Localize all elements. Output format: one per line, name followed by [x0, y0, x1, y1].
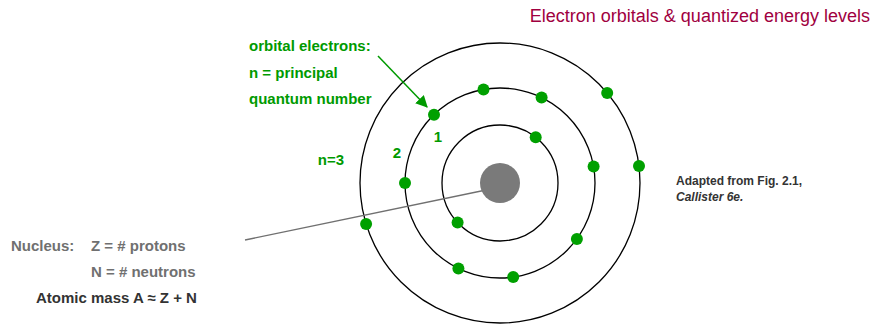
electron-dot — [507, 271, 519, 283]
electron-dot — [360, 218, 372, 230]
orbit-ring — [405, 88, 595, 278]
electron-dot — [452, 262, 464, 274]
leader-arrow — [378, 56, 427, 107]
diagram-title: Electron orbitals & quantized energy lev… — [530, 6, 870, 27]
mass-formula: Atomic mass A ≈ Z + N — [36, 289, 197, 306]
electron-dot — [536, 92, 548, 104]
nucleus — [480, 163, 520, 203]
electron-dot — [478, 83, 490, 95]
electron-dot — [399, 177, 411, 189]
shell-number: n=3 — [318, 151, 344, 168]
shell-number: 2 — [393, 144, 401, 161]
callout-text: quantum number — [249, 90, 372, 107]
electron-dot — [588, 161, 600, 173]
leader-line — [245, 190, 486, 240]
electron-dot — [530, 131, 542, 143]
orbit-ring — [360, 43, 640, 323]
electron-dot — [452, 217, 464, 229]
electron-dots — [360, 83, 645, 283]
callout-text: orbital electrons: — [249, 37, 371, 54]
source-note: Adapted from Fig. 2.1, — [676, 175, 802, 189]
orbit-ring — [442, 125, 558, 241]
electron-dot — [601, 87, 613, 99]
electron-dot — [428, 109, 440, 121]
callout-text: n = principal — [249, 64, 338, 81]
nucleus-label: Z = # protons — [91, 237, 186, 254]
source-note: Callister 6e. — [676, 191, 743, 205]
nucleus-label: N = # neutrons — [91, 263, 196, 280]
electron-dot — [633, 160, 645, 172]
electron-dot — [571, 233, 583, 245]
shell-number: 1 — [434, 128, 442, 145]
nucleus-label: Nucleus: — [11, 237, 74, 254]
